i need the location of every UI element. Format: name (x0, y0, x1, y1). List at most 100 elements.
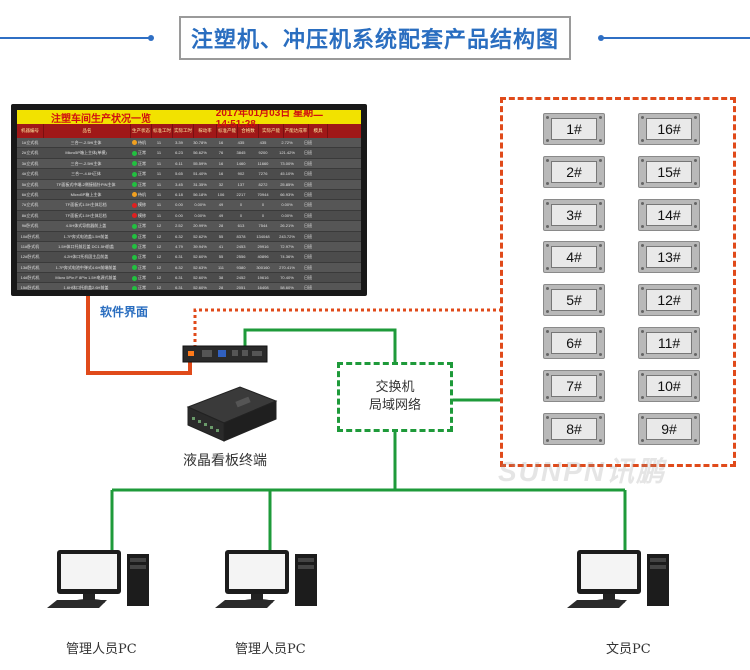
status-text: 待机 (138, 191, 146, 197)
table-cell: 70944 (257, 191, 269, 197)
table-cell: 1.7P奔式电池盖1.5H前盖 (63, 233, 109, 239)
table-cell: 270.41% (279, 264, 295, 270)
pc-admin-2-label: 管理人员PC (235, 642, 306, 657)
pc-admin-2-icon (215, 550, 317, 608)
status-cell: 正常 (129, 263, 149, 272)
table-cell: 3.45 (175, 181, 183, 187)
status-cell: 模修 (129, 211, 149, 220)
display-board-number: 10# (646, 374, 692, 397)
screen-title: 注塑车间生产状况一览 (51, 113, 151, 125)
table-cell: 日班 (304, 150, 312, 156)
display-board: 14# (638, 198, 700, 231)
table-cell: 16 (218, 140, 224, 145)
table-cell: 11 (156, 171, 162, 177)
mount-hole (641, 181, 644, 185)
status-dot-icon (132, 202, 137, 208)
display-board: 7# (543, 369, 605, 402)
table-cell: 121.42% (279, 150, 295, 156)
pc-clerk-label: 文员PC (606, 642, 651, 657)
mount-hole (694, 201, 697, 205)
mount-hole (641, 353, 644, 356)
table-cell: 10#卧式机 (20, 233, 40, 239)
table-cell: Micro 5Pin F 8Pin 1.5H电源式前盖 (55, 275, 117, 281)
table-cell: 106 (217, 191, 225, 197)
display-board-number: 8# (551, 417, 597, 440)
switch-label: 交换机 (375, 380, 415, 395)
table-cell: 0.00% (194, 202, 206, 208)
table-cell: 8#立式机 (21, 212, 39, 218)
display-board-number: 7# (551, 374, 597, 397)
display-board: 15# (638, 155, 700, 188)
status-dot-icon (132, 192, 137, 198)
table-cell: 6.31 (175, 275, 183, 281)
table-cell: 16 (218, 171, 224, 177)
table-cell: 7544 (258, 223, 268, 229)
status-dot-icon (132, 244, 137, 250)
switch-lan-box: 交换机 局域网络 (337, 362, 453, 432)
table-cell: TF面板式1.5H主体后档 (65, 202, 107, 208)
mount-hole (546, 287, 549, 291)
table-cell: 26.21% (280, 223, 294, 229)
display-board-number: 13# (646, 246, 692, 269)
table-cell: 19616 (257, 275, 269, 281)
table-cell: 2217 (236, 191, 246, 197)
status-text: 正常 (138, 223, 146, 229)
status-cell: 正常 (129, 159, 149, 168)
table-cell: 111 (217, 264, 225, 270)
pc-admin-1-icon (47, 550, 149, 608)
mount-hole (641, 201, 644, 205)
lcd-terminal-device (186, 386, 278, 442)
table-cell: 0.00% (194, 212, 206, 218)
table-cell: Micro5P箱上主体 (70, 191, 102, 197)
mount-hole (599, 330, 602, 333)
table-cell: 1.6H体口托前盖2.6H前盖 (63, 285, 109, 290)
mount-hole (546, 158, 549, 162)
table-cell: 12 (156, 285, 162, 290)
mount-hole (599, 224, 602, 228)
mount-hole (694, 353, 697, 356)
table-cell: 日班 (304, 223, 312, 229)
display-board: 2# (543, 155, 605, 188)
status-text: 正常 (138, 233, 146, 239)
status-cell: 正常 (129, 180, 149, 189)
table-cell: 25.85% (280, 181, 294, 187)
table-cell: 70.40% (280, 275, 294, 281)
display-board-number: 3# (551, 203, 597, 226)
display-board-number: 6# (551, 332, 597, 354)
table-cell: 11#卧式机 (20, 243, 40, 249)
table-cell: 0.00 (175, 212, 183, 218)
mount-hole (641, 287, 644, 291)
table-cell: 0 (261, 202, 265, 208)
mount-hole (694, 244, 697, 248)
screen-column-header: 合格数 (238, 124, 259, 138)
table-cell: 56.62% (193, 150, 207, 156)
display-board: 12# (638, 284, 700, 317)
title-dot-left (148, 35, 154, 41)
table-cell: 3.39 (175, 140, 183, 145)
table-cell: 4#立式机 (21, 171, 39, 177)
status-dot-icon (132, 285, 137, 290)
display-board-number: 5# (551, 289, 597, 312)
table-cell: 6#立式机 (21, 191, 39, 197)
table-cell: 40896 (257, 254, 269, 260)
display-board-number: 16# (646, 118, 692, 140)
screen-column-header: 实际工时(H) (173, 124, 194, 138)
status-cell: 正常 (129, 169, 149, 178)
mount-hole (546, 244, 549, 248)
mount-hole (641, 139, 644, 142)
green-link-terminal (243, 328, 397, 362)
table-cell: 49 (218, 202, 224, 208)
status-cell: 正常 (129, 242, 149, 251)
table-cell: 55 (218, 254, 224, 260)
title-line-right (600, 37, 750, 39)
table-cell: 137 (237, 181, 245, 187)
display-board: 6# (543, 327, 605, 359)
mount-hole (546, 116, 549, 119)
table-cell: 日班 (304, 212, 312, 218)
display-board: 16# (638, 113, 700, 145)
mount-hole (599, 267, 602, 271)
mount-hole (694, 438, 697, 442)
